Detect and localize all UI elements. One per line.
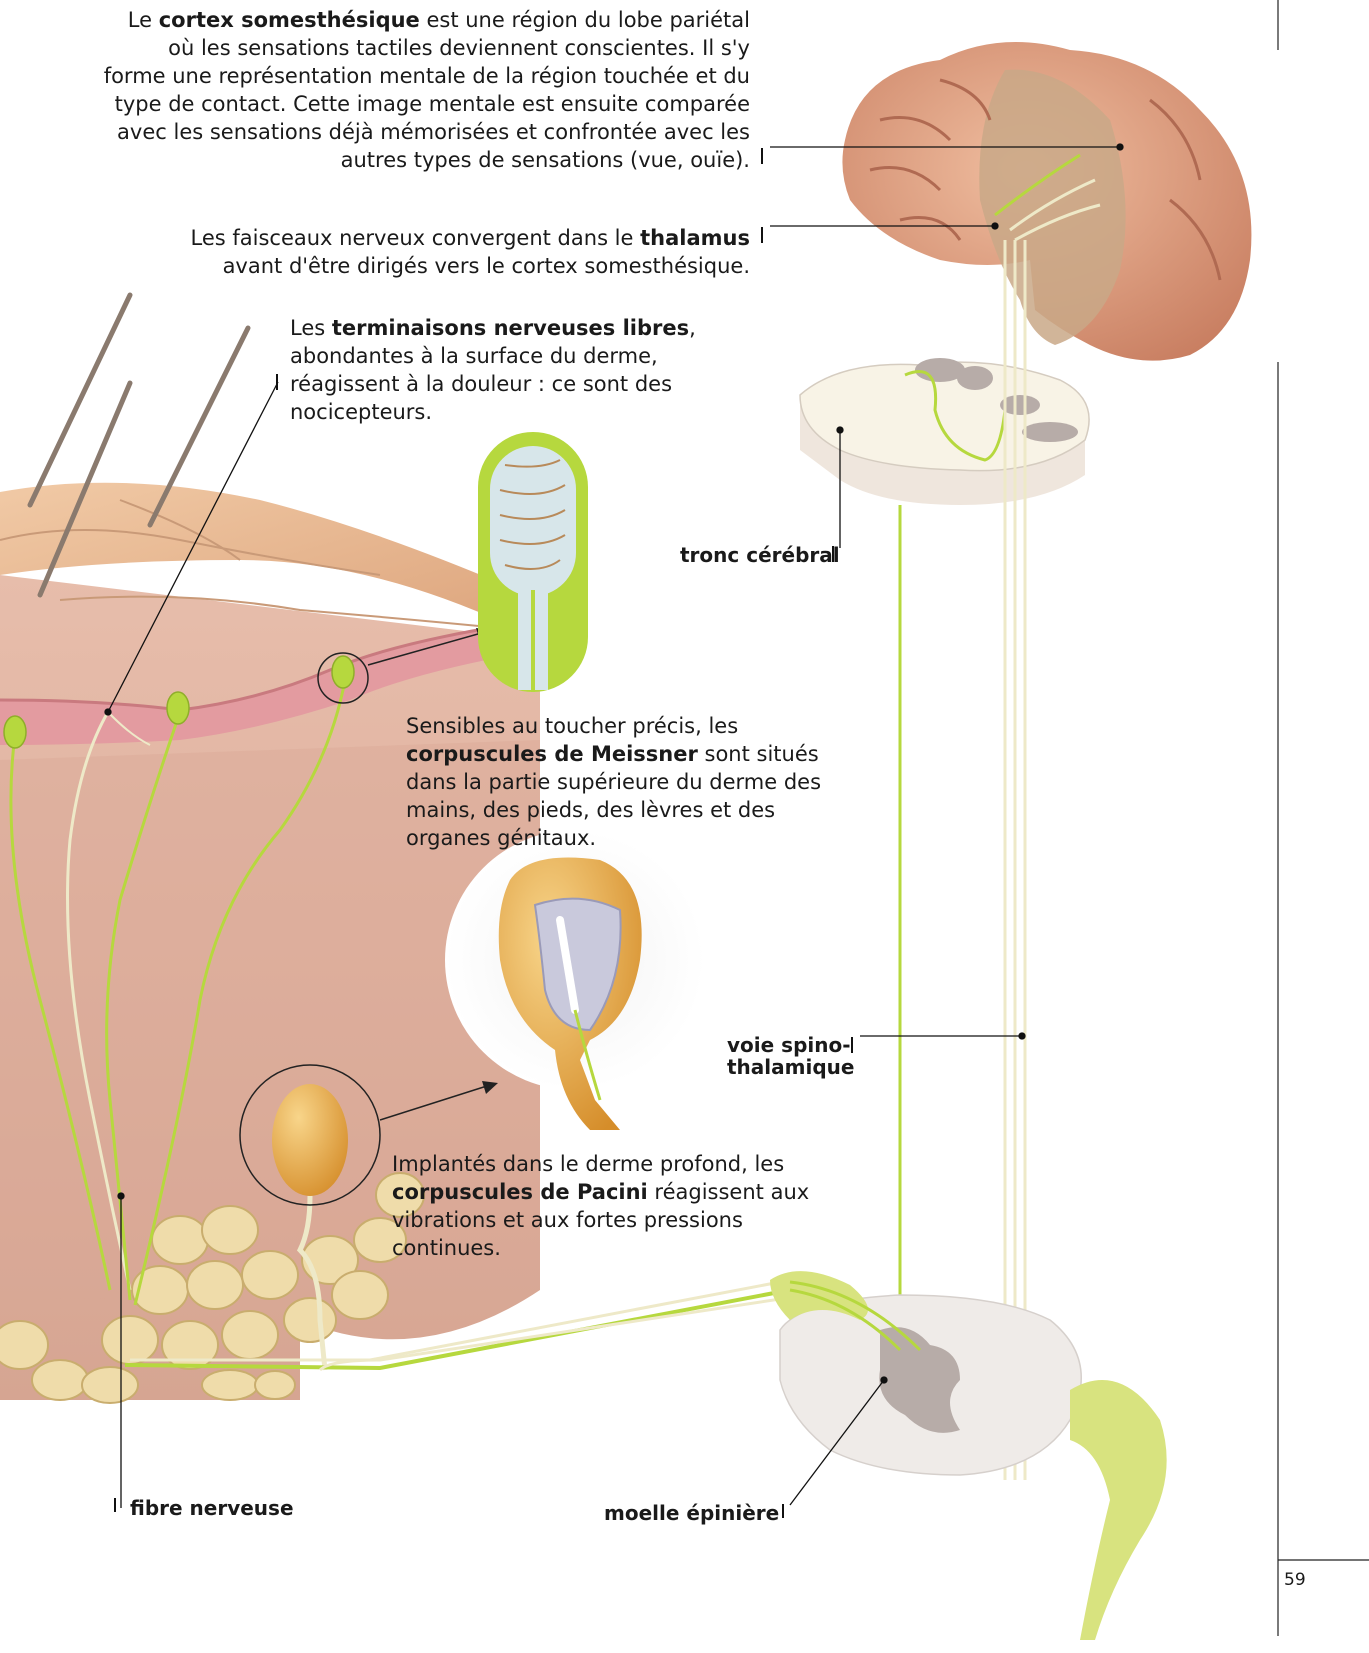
meissner-enlarged [478, 432, 588, 692]
free-nerve-endings-term: terminaisons nerveuses libres [332, 316, 689, 340]
brain [842, 42, 1251, 361]
spinal-cord [770, 1271, 1167, 1640]
thalamus-term: thalamus [640, 226, 750, 250]
page-number: 59 [1284, 1570, 1306, 1590]
thalamus-description: Les faisceaux nerveux convergent dans le… [150, 224, 750, 280]
label-fibre-nerveuse: fibre nerveuse [130, 1497, 294, 1519]
pacini-term: corpuscules de Pacini [392, 1180, 648, 1204]
page-frame [1278, 0, 1369, 1636]
label-tronc-cerebral: tronc cérébral [680, 544, 840, 566]
meissner-term: corpuscules de Meissner [406, 742, 698, 766]
cortex-term: cortex somesthésique [159, 8, 420, 32]
free-nerve-endings-description: Les terminaisons nerveuses libres, abond… [290, 314, 765, 426]
label-voie-spino-thalamique: voie spino- thalamique [727, 1034, 854, 1078]
cortex-description: Le cortex somesthésique est une région d… [100, 6, 750, 174]
label-moelle-epiniere: moelle épinière [604, 1502, 779, 1524]
pacini-description: Implantés dans le derme profond, les cor… [392, 1150, 842, 1262]
meissner-description: Sensibles au toucher précis, les corpusc… [406, 712, 846, 852]
